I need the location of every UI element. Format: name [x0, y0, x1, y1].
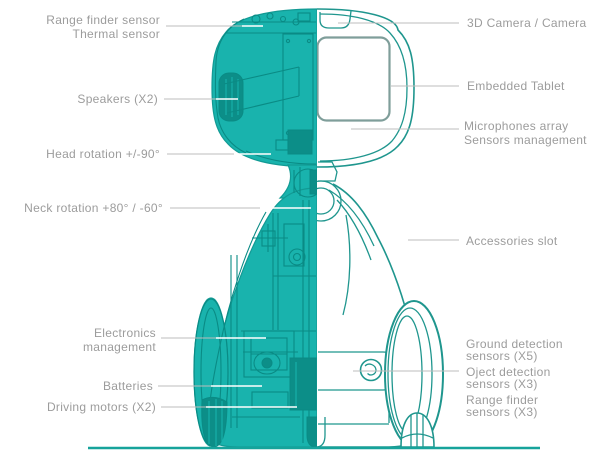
label-speakers: Speakers (X2): [77, 92, 158, 106]
label-range-finder-sensors: Range finder: [466, 393, 538, 407]
caster-wheel: [400, 412, 435, 448]
label-ground-detection-count: sensors (X5): [466, 349, 538, 363]
sensor-screw-detail: [364, 363, 377, 376]
battery-box: [243, 330, 295, 378]
label-driving-motors: Driving motors (X2): [47, 400, 156, 414]
leader-lines: [158, 22, 459, 408]
label-thermal-sensor: Thermal sensor: [72, 27, 160, 41]
head-cutaway-fill: [211, 8, 317, 168]
center-foot-left-half: [306, 416, 317, 448]
label-neck-rotation: Neck rotation +80° / -60°: [24, 201, 163, 215]
label-accessories-slot: Accessories slot: [466, 234, 558, 248]
label-ground-detection: Ground detection: [466, 337, 563, 351]
speaker-icon: [218, 72, 244, 122]
head-outline: [317, 8, 415, 168]
center-foot-right-half: [317, 417, 326, 448]
driving-motor-block: [289, 357, 317, 411]
left-label-column: Range finder sensor Thermal sensor Speak…: [24, 13, 163, 414]
detection-sensor-icon: [359, 358, 383, 382]
tablet-screen: [317, 36, 391, 122]
label-object-detection-count: sensors (X3): [466, 377, 538, 391]
head-inner-line: [319, 13, 408, 162]
label-management: management: [83, 340, 156, 354]
label-electronics: Electronics: [94, 326, 156, 340]
label-range-finder-count: sensors (X3): [466, 405, 538, 419]
label-3d-camera: 3D Camera / Camera: [467, 16, 586, 30]
label-object-detection: Oject detection: [466, 365, 551, 379]
neck-outline: [317, 161, 342, 222]
head-internal-details: [214, 12, 317, 165]
neck-internal-details: [293, 167, 317, 198]
label-head-rotation: Head rotation +/-90°: [46, 147, 160, 161]
robot-left-cutaway: [193, 8, 317, 448]
body-inner-curves: [328, 189, 375, 316]
label-batteries: Batteries: [103, 379, 153, 393]
left-drive-wheel: [201, 396, 228, 448]
label-range-finder-sensor: Range finder sensor: [46, 13, 160, 27]
label-microphones-array: Microphones array: [464, 119, 568, 133]
label-sensors-management: Sensors management: [464, 133, 587, 147]
motor-icon: [253, 351, 281, 375]
robot-right-outline: [317, 8, 444, 448]
label-embedded-tablet: Embedded Tablet: [467, 79, 565, 93]
right-label-column: 3D Camera / Camera Embedded Tablet Micro…: [464, 16, 587, 419]
